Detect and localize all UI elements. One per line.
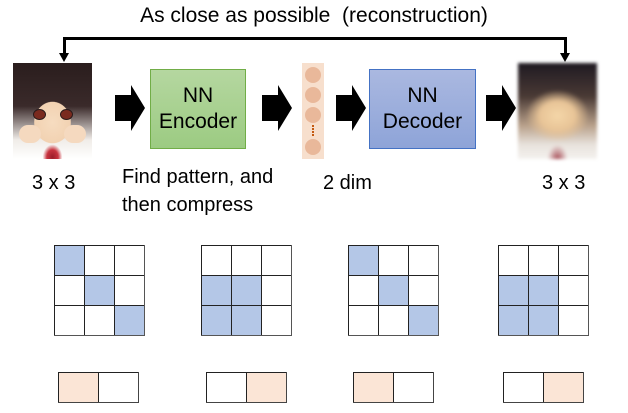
arrow-down-icon	[59, 53, 69, 62]
arrow-right-icon	[262, 85, 292, 131]
ellipsis-dot	[312, 131, 314, 133]
grid-cell-filled	[378, 275, 408, 305]
code-cell-active	[353, 372, 393, 402]
encoder-line2: Encoder	[158, 110, 238, 133]
grid-cell-filled	[348, 245, 378, 275]
grid-cell-empty	[558, 245, 588, 275]
nn-encoder-box: NN Encoder	[150, 69, 246, 149]
ellipsis-dot	[312, 125, 314, 127]
grid-cell-filled	[84, 275, 114, 305]
hand-right	[64, 125, 86, 143]
input-image	[13, 63, 92, 159]
output-size-label: 3 x 3	[542, 172, 586, 194]
grid-cell-filled	[528, 305, 558, 335]
grid-cell-empty	[114, 275, 144, 305]
grid-cell-empty	[408, 245, 438, 275]
latent-vector	[302, 63, 324, 159]
latent-code	[503, 372, 584, 403]
grid-cell-empty	[231, 245, 261, 275]
arrow-right-icon	[115, 85, 145, 131]
grid-cell-empty	[378, 305, 408, 335]
arrow-down-icon	[560, 53, 570, 62]
reconstructed-image	[518, 63, 597, 159]
arrow-right-icon	[336, 85, 366, 131]
latent-node	[305, 107, 321, 123]
grid-cell-empty	[408, 275, 438, 305]
grid-cell-empty	[498, 245, 528, 275]
input-size-label: 3 x 3	[32, 172, 76, 194]
grid-cell-empty	[558, 305, 588, 335]
eye-right	[60, 109, 73, 120]
grid-cell-filled	[201, 275, 231, 305]
decoder-line1: NN	[407, 84, 438, 107]
code-cell-inactive	[98, 372, 138, 402]
decoder-line2: Decoder	[382, 110, 463, 133]
code-cell-active	[246, 372, 286, 402]
code-cell-inactive	[206, 372, 246, 402]
grid-cell-empty	[528, 245, 558, 275]
connector-drop-right	[564, 37, 567, 53]
grid-cell-empty	[54, 275, 84, 305]
grid-cell-empty	[261, 245, 291, 275]
latent-node	[305, 139, 321, 155]
grid-cell-empty	[201, 245, 231, 275]
reconstruction-connector-line	[63, 37, 567, 40]
grid-cell-filled	[528, 275, 558, 305]
reconstruction-title: As close as possible (reconstruction)	[140, 4, 488, 27]
latent-node	[305, 87, 321, 103]
grid-cell-empty	[378, 245, 408, 275]
latent-code	[353, 372, 434, 403]
arrow-right-icon	[486, 85, 516, 131]
grid-cell-empty	[84, 305, 114, 335]
connector-drop-left	[63, 37, 66, 53]
pattern-grid	[54, 245, 145, 336]
grid-cell-filled	[408, 305, 438, 335]
ellipsis-dot	[312, 128, 314, 130]
code-cell-active	[543, 372, 583, 402]
grid-cell-empty	[348, 305, 378, 335]
encoder-line1: NN	[182, 84, 214, 107]
grid-cell-empty	[261, 305, 291, 335]
ellipsis-dot	[312, 134, 314, 136]
pattern-grid	[348, 245, 439, 336]
latent-code	[206, 372, 287, 403]
grid-cell-empty	[84, 245, 114, 275]
code-cell-inactive	[503, 372, 543, 402]
latent-code	[58, 372, 139, 403]
grid-cell-empty	[261, 275, 291, 305]
grid-cell-empty	[114, 245, 144, 275]
grid-cell-filled	[498, 305, 528, 335]
grid-cell-filled	[498, 275, 528, 305]
grid-cell-filled	[114, 305, 144, 335]
latent-dim-label: 2 dim	[323, 172, 372, 194]
encoder-caption: Find pattern, and then compress	[122, 166, 274, 216]
latent-node	[305, 67, 321, 83]
grid-cell-empty	[558, 275, 588, 305]
grid-cell-empty	[348, 275, 378, 305]
grid-cell-filled	[201, 305, 231, 335]
nn-decoder-box: NN Decoder	[369, 69, 476, 149]
hand-left	[19, 125, 41, 143]
pattern-grid	[498, 245, 589, 336]
code-cell-inactive	[393, 372, 433, 402]
grid-cell-filled	[54, 245, 84, 275]
grid-cell-filled	[231, 275, 261, 305]
eye-left	[33, 109, 46, 120]
code-cell-active	[58, 372, 98, 402]
grid-cell-empty	[54, 305, 84, 335]
pattern-grid	[201, 245, 292, 336]
grid-cell-filled	[231, 305, 261, 335]
